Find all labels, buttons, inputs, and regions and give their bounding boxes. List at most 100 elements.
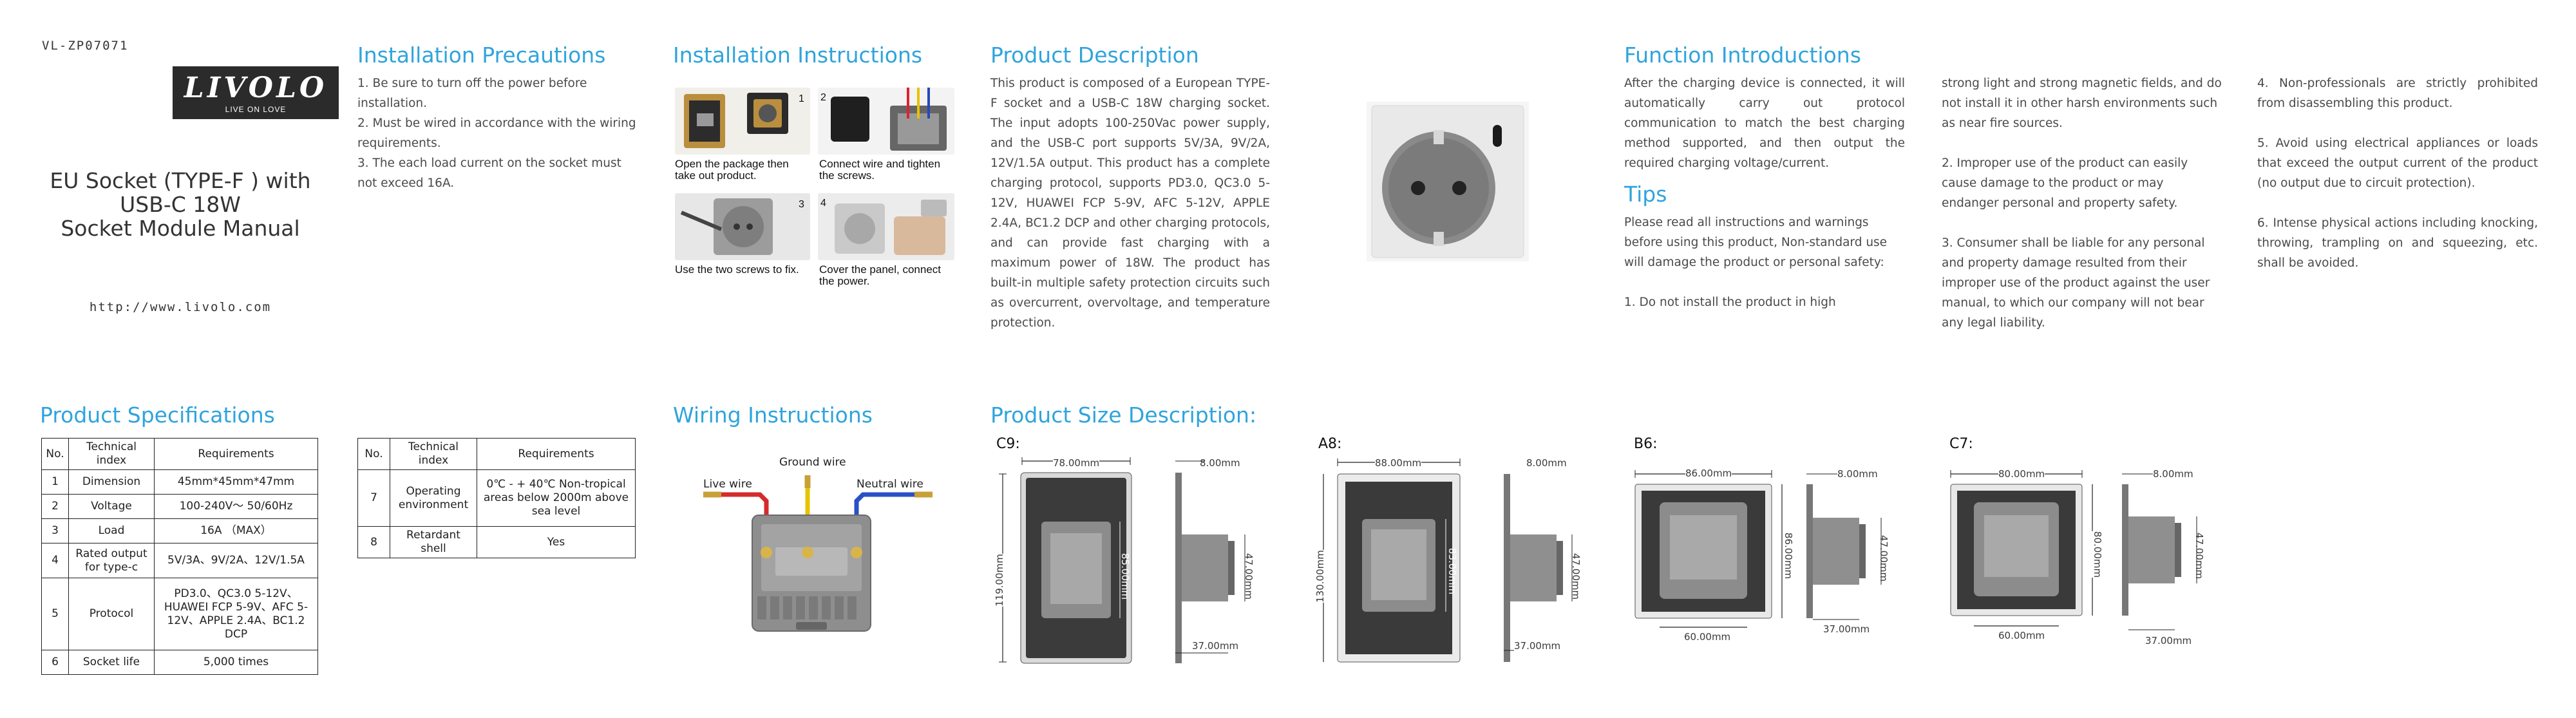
table-header-row: No. Technical index Requirements bbox=[357, 438, 636, 470]
table-row: 4 Rated output for type-c 5V/3A、9V/2A、12… bbox=[41, 543, 318, 578]
step-1-image: 1 bbox=[675, 88, 810, 155]
dim-height: 119.00mm bbox=[993, 554, 1005, 607]
neutral-wire-label: Neutral wire bbox=[857, 478, 923, 491]
wiring-title: Wiring Instructions bbox=[673, 402, 873, 428]
dim-depth-top: 8.00mm bbox=[1200, 457, 1240, 469]
table-cell: 5 bbox=[41, 578, 69, 650]
live-wire-label: Live wire bbox=[703, 478, 752, 491]
website-link[interactable]: http://www.livolo.com bbox=[89, 300, 272, 314]
table-cell: 0℃ - + 40℃ Non-tropical areas below 2000… bbox=[477, 469, 636, 527]
dim-side-height: 47.00mm bbox=[1243, 553, 1255, 600]
table-header: Technical index bbox=[390, 438, 477, 470]
precautions-title: Installation Precautions bbox=[357, 43, 606, 68]
table-header: Requirements bbox=[154, 438, 318, 470]
tips-column-3: 4. Non-professionals are strictly prohib… bbox=[2257, 73, 2538, 273]
table-row: 3 Load 16A （MAX） bbox=[41, 518, 318, 543]
tips-title: Tips bbox=[1624, 182, 1667, 207]
specifications-title: Product Specifications bbox=[40, 402, 275, 428]
tip-item: 1. Do not install the product in high te… bbox=[1624, 296, 1836, 309]
model-name: B6: bbox=[1634, 436, 1658, 452]
dim-depth-bottom: 37.00mm bbox=[1823, 623, 1870, 635]
dim-side-height: 47.00mm bbox=[1878, 534, 1890, 582]
table-cell: 100-240V～ 50/60Hz bbox=[154, 494, 318, 519]
spec-table-2: No. Technical index Requirements 7 Opera… bbox=[357, 438, 636, 558]
wiring-diagram bbox=[702, 470, 934, 644]
dim-height: 86.00mm bbox=[1783, 532, 1795, 580]
brand-logo: LIVOLO LIVE ON LOVE bbox=[173, 66, 339, 119]
model-name: C9: bbox=[996, 436, 1020, 452]
table-cell: PD3.0、QC3.0 5-12V、HUAWEI FCP 5-9V、AFC 5-… bbox=[154, 578, 318, 650]
dim-inner: 60.00mm bbox=[1684, 631, 1731, 643]
size-c7: C7: 80.00mm 8.00mm 80.00mm 60.00mm 47.00… bbox=[1948, 433, 2219, 665]
tips-column-2: strong light and strong magnetic fields,… bbox=[1942, 73, 2222, 333]
table-cell: 4 bbox=[41, 543, 69, 578]
dim-height: 80.00mm bbox=[2092, 531, 2104, 578]
size-b6: B6: 86.00mm 8.00mm 86.00mm 60.00mm 47.00… bbox=[1633, 433, 1903, 665]
table-cell: 7 bbox=[357, 469, 390, 527]
tip-item: 4. Non-professionals are strictly prohib… bbox=[2257, 77, 2538, 110]
tip-item: 3. Consumer shall be liable for any pers… bbox=[1942, 236, 2210, 330]
tip-item: 5. Avoid using electrical appliances or … bbox=[2257, 137, 2538, 190]
table-row: 5 Protocol PD3.0、QC3.0 5-12V、HUAWEI FCP … bbox=[41, 578, 318, 650]
sizes-title: Product Size Description: bbox=[990, 402, 1257, 428]
step-4-image: 4 bbox=[818, 193, 954, 260]
spec-table: No. Technical index Requirements 1 Dimen… bbox=[41, 438, 318, 675]
table-cell: Rated output for type-c bbox=[68, 543, 155, 578]
table-header-row: No. Technical index Requirements bbox=[41, 438, 318, 470]
step-3-caption: Use the two screws to fix. bbox=[675, 263, 799, 276]
manual-title-line: EU Socket (TYPE-F ) with bbox=[50, 168, 311, 193]
step-2-image: 2 bbox=[818, 88, 954, 155]
brand-name: LIVOLO bbox=[184, 71, 328, 104]
table-cell: 16A （MAX） bbox=[154, 518, 318, 543]
table-cell: Dimension bbox=[68, 469, 155, 495]
model-name: A8: bbox=[1318, 436, 1342, 452]
step-3-image: 3 bbox=[675, 193, 810, 260]
precautions-list: 1. Be sure to turn off the power before … bbox=[357, 73, 638, 193]
size-a8: A8: 88.00mm 8.00mm 130.00mm 83.00mm 47.0… bbox=[1314, 433, 1587, 665]
brand-tagline: LIVE ON LOVE bbox=[225, 105, 287, 114]
table-cell: 5V/3A、9V/2A、12V/1.5A bbox=[154, 543, 318, 578]
doc-code: VL-ZP07071 bbox=[42, 39, 129, 53]
tip-item-continued: strong light and strong magnetic fields,… bbox=[1942, 77, 2222, 130]
svg-text:2: 2 bbox=[820, 92, 826, 103]
step-4-caption: Cover the panel, connect the power. bbox=[819, 263, 942, 287]
table-cell: 1 bbox=[41, 469, 69, 495]
dim-depth-top: 8.00mm bbox=[2153, 468, 2193, 480]
description-text: This product is composed of a European T… bbox=[990, 77, 1270, 330]
tip-item: 6. Intense physical actions including kn… bbox=[2257, 216, 2538, 270]
dim-inner: 60.00mm bbox=[1998, 630, 2045, 641]
table-cell: Operating environment bbox=[390, 469, 477, 527]
dim-side-height: 47.00mm bbox=[2193, 532, 2206, 580]
table-header: Requirements bbox=[477, 438, 636, 470]
dim-depth-bottom: 37.00mm bbox=[2145, 635, 2192, 647]
dim-inner: 83.00mm bbox=[1446, 547, 1459, 595]
manual-title-line: USB-C 18W bbox=[120, 192, 241, 217]
table-cell: Protocol bbox=[68, 578, 155, 650]
dim-width: 88.00mm bbox=[1375, 457, 1422, 469]
dim-depth-bottom: 37.00mm bbox=[1514, 640, 1561, 652]
table-row: 2 Voltage 100-240V～ 50/60Hz bbox=[41, 494, 318, 519]
tips-intro-block: Please read all instructions and warning… bbox=[1624, 213, 1905, 312]
manual-title: EU Socket (TYPE-F ) with USB-C 18W Socke… bbox=[26, 169, 335, 240]
table-cell: 8 bbox=[357, 526, 390, 558]
tip-item: 2. Improper use of the product can easil… bbox=[1942, 156, 2188, 210]
table-header: No. bbox=[41, 438, 69, 470]
ground-wire-label: Ground wire bbox=[779, 456, 846, 469]
function-text: After the charging device is connected, … bbox=[1624, 77, 1905, 170]
model-name: C7: bbox=[1949, 436, 1973, 452]
table-cell: Voltage bbox=[68, 494, 155, 519]
table-cell: Socket life bbox=[68, 650, 155, 675]
dim-height: 130.00mm bbox=[1314, 550, 1326, 603]
table-cell: Load bbox=[68, 518, 155, 543]
step-2-caption: Connect wire and tighten the screws. bbox=[819, 158, 941, 182]
precaution-item: 3. The each load current on the socket m… bbox=[357, 156, 621, 190]
dim-side-height: 47.00mm bbox=[1570, 553, 1582, 600]
table-cell: 2 bbox=[41, 494, 69, 519]
manual-title-line: Socket Module Manual bbox=[61, 216, 300, 241]
svg-text:3: 3 bbox=[799, 199, 804, 210]
table-cell: 45mm*45mm*47mm bbox=[154, 469, 318, 495]
table-row: 7 Operating environment 0℃ - + 40℃ Non-t… bbox=[357, 469, 636, 527]
instructions-title: Installation Instructions bbox=[673, 43, 923, 68]
table-header: No. bbox=[357, 438, 390, 470]
table-row: 1 Dimension 45mm*45mm*47mm bbox=[41, 469, 318, 495]
